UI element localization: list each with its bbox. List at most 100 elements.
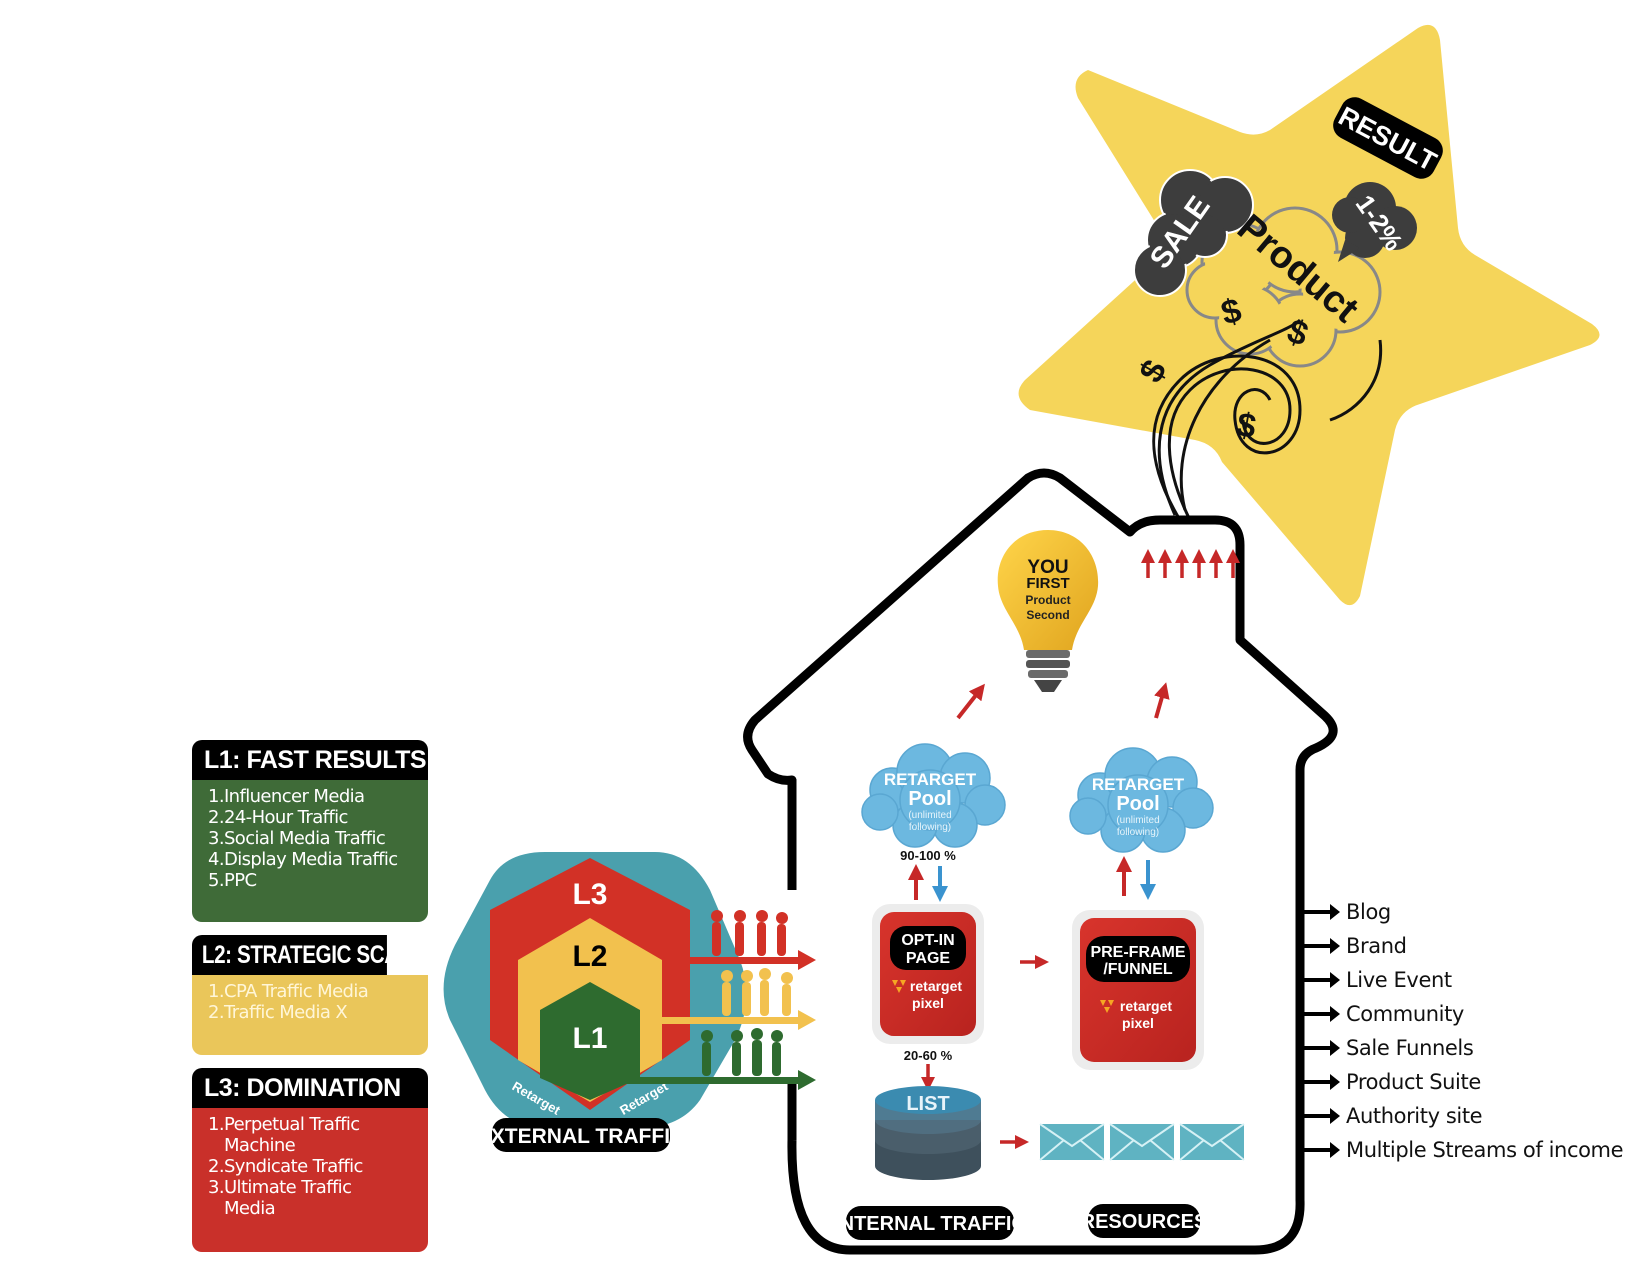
arrow-right-icon [1300, 1040, 1340, 1056]
tier-l1-item: 5.PPC [208, 870, 257, 891]
opt-in-page-card: OPT-IN PAGE retarget pixel [872, 904, 984, 1044]
sync-arrows-right [1116, 856, 1156, 900]
arrow-right-icon [1300, 1006, 1340, 1022]
optin-title-1: OPT-IN [901, 932, 954, 949]
tier-l2-title: L2: STRATEGIC SCALE [192, 935, 425, 975]
bulb-line-1: YOU [1027, 557, 1068, 578]
lightbulb-icon: YOU FIRST Product Second [997, 530, 1099, 692]
arrow-right-icon [1300, 938, 1340, 954]
output-item: Product Suite [1300, 1065, 1481, 1099]
pool-right-note-2: following) [1117, 827, 1159, 838]
sync-arrows-left [908, 864, 948, 902]
list-label: LIST [906, 1093, 949, 1115]
pool-right-title: RETARGET [1092, 775, 1185, 794]
output-item: Brand [1300, 929, 1407, 963]
preframe-title-1: PRE-FRAME [1090, 944, 1185, 961]
chimney-up-arrows [1141, 549, 1240, 578]
conversion-bubble [1332, 182, 1417, 262]
l2-traffic-arrow [662, 968, 816, 1030]
optin-pixel-2: pixel [912, 995, 944, 1011]
house-outline [743, 468, 1338, 1255]
internal-traffic-badge [846, 1206, 1014, 1240]
bulb-line-2: FIRST [1026, 575, 1069, 592]
output-item: Authority site [1300, 1099, 1483, 1133]
tier-l3-title: L3: DOMINATION [192, 1068, 428, 1108]
tier-l1-title: L1: FAST RESULTS [192, 740, 428, 780]
result-star: RESULT SALE 1-2% Product $ [1018, 24, 1600, 606]
envelope-icon [1039, 1123, 1105, 1161]
diagonal-arrows [956, 682, 1170, 720]
level-l3-label: L3 [572, 878, 607, 911]
pool-rate-label: 90-100 % [900, 848, 956, 863]
walkers-icon [701, 1028, 783, 1076]
tier-l3-item: 2.Syndicate Traffic [208, 1156, 363, 1177]
pool-left-note-1: (unlimited [908, 810, 951, 821]
arrow-right-icon [1300, 972, 1340, 988]
pool-left-subtitle: Pool [908, 788, 951, 810]
tier-l1-fast-results: L1: FAST RESULTS 1.Influencer Media 2.24… [192, 740, 428, 922]
traffic-arrows [625, 910, 816, 1090]
arrow-right-icon [1300, 904, 1340, 920]
retarget-pool-left: RETARGET Pool (unlimited following) [861, 743, 1006, 848]
tier-l1-item: 2.24-Hour Traffic [208, 807, 348, 828]
tier-l2-strategic-scale: L2: STRATEGIC SCALE 1.CPA Traffic Media … [192, 935, 428, 1055]
retarget-logo-icon [1100, 1000, 1114, 1013]
external-traffic-label: EXTERNAL TRAFFIC [477, 1125, 685, 1148]
list-rate-label: 20-60 % [904, 1048, 953, 1063]
output-item: Community [1300, 997, 1464, 1031]
tier-l3-item: 3.Ultimate Traffic [208, 1177, 352, 1198]
pool-right-subtitle: Pool [1116, 793, 1159, 815]
tier-l2-item: 1.CPA Traffic Media [208, 981, 369, 1002]
tier-l2-list: 1.CPA Traffic Media 2.Traffic Media X [192, 975, 428, 1055]
tier-l3-list: 1.Perpetual Traffic Machine 2.Syndicate … [192, 1108, 428, 1252]
envelope-icon [1109, 1123, 1175, 1161]
pool-left-note-2: following) [909, 822, 951, 833]
pool-right-note-1: (unlimited [1116, 815, 1159, 826]
output-item: Live Event [1300, 963, 1452, 997]
tier-l1-item: 4.Display Media Traffic [208, 849, 398, 870]
pre-frame-funnel-card: PRE-FRAME /FUNNEL retarget pixel [1072, 910, 1204, 1070]
bulb-line-3: Product [1025, 593, 1070, 607]
money-swirl [1152, 318, 1383, 521]
tier-l2-item: 2.Traffic Media X [208, 1002, 348, 1023]
pool-left-title: RETARGET [884, 770, 977, 789]
retarget-pool-right: RETARGET Pool (unlimited following) [1069, 747, 1214, 853]
resources-badge [1088, 1204, 1200, 1238]
traffic-levels-hexagon: L3 L2 L1 Retarget Retarget EXTERNAL TRAF… [443, 852, 747, 1152]
l3-traffic-arrow [690, 910, 816, 970]
tier-l3-item-continued: Media [224, 1198, 276, 1219]
tier-l1-item: 1.Influencer Media [208, 786, 365, 807]
preframe-title-2: /FUNNEL [1103, 961, 1173, 978]
level-l1-label: L1 [572, 1022, 607, 1055]
tier-l3-item: 1.Perpetual Traffic [208, 1114, 360, 1135]
output-item: Blog [1300, 895, 1391, 929]
preframe-pixel-2: pixel [1122, 1015, 1154, 1031]
walkers-icon [721, 968, 793, 1016]
walkers-icon [711, 910, 788, 956]
arrow-right-icon [1300, 1142, 1340, 1158]
preframe-pixel-1: retarget [1120, 998, 1172, 1014]
arrow-right-icon [1300, 1074, 1340, 1090]
tier-l3-item-continued: Machine [224, 1135, 296, 1156]
resources-label: RESOURCES [1081, 1211, 1208, 1233]
external-traffic-badge [492, 1118, 670, 1152]
level-l1-hexagon [540, 982, 640, 1100]
tier-l3-domination: L3: DOMINATION 1.Perpetual Traffic Machi… [192, 1068, 428, 1252]
optin-title-2: PAGE [906, 950, 950, 967]
output-item: Multiple Streams of income [1300, 1133, 1624, 1167]
tier-l1-item: 3.Social Media Traffic [208, 828, 386, 849]
arrow-right-icon [1300, 1108, 1340, 1124]
email-envelopes [1039, 1123, 1245, 1161]
l1-traffic-arrow [625, 1028, 816, 1090]
list-database-icon: LIST [875, 1086, 981, 1180]
envelope-icon [1179, 1123, 1245, 1161]
result-badge [1333, 97, 1443, 179]
bulb-line-4: Second [1026, 608, 1069, 622]
internal-traffic-label: INTERNAL TRAFFIC [834, 1213, 1026, 1235]
tier-l1-list: 1.Influencer Media 2.24-Hour Traffic 3.S… [192, 780, 428, 922]
output-item: Sale Funnels [1300, 1031, 1474, 1065]
retarget-logo-icon [892, 980, 906, 993]
level-l2-label: L2 [572, 940, 607, 973]
optin-pixel-1: retarget [910, 978, 962, 994]
